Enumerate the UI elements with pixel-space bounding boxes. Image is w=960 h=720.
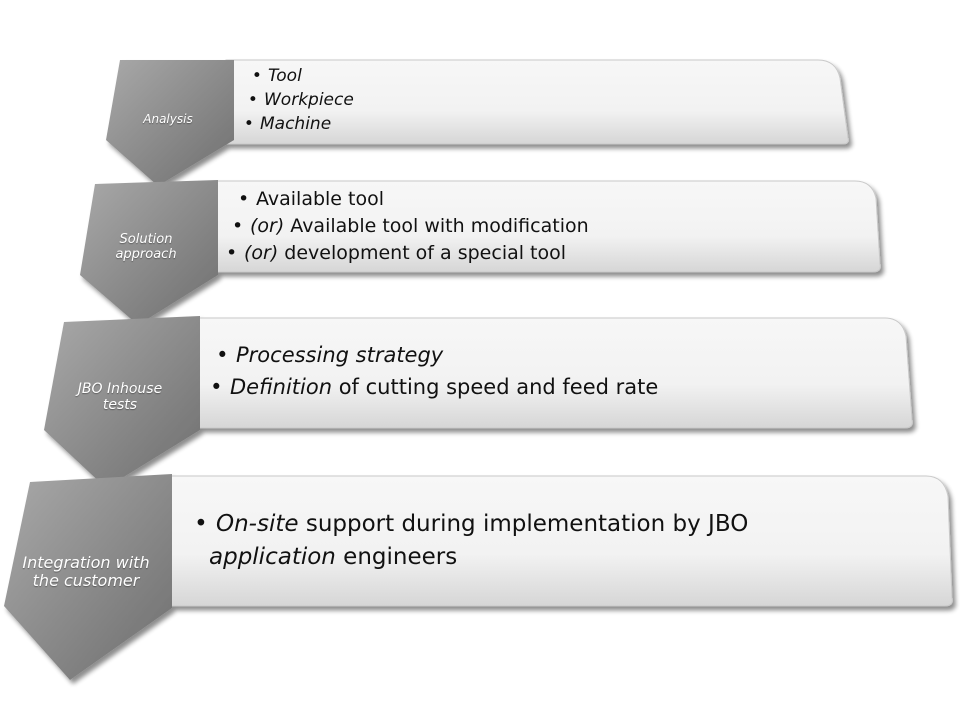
step-2-chevron [80, 180, 218, 325]
step-1-panel [225, 59, 849, 145]
step-1-bullet-2: Workpiece [248, 88, 354, 112]
step-3-bullet-2: Definition of cutting speed and feed rat… [210, 371, 658, 403]
step-3-bullet-1: Processing strategy [216, 339, 658, 371]
step-1-bullets: Tool Workpiece Machine [244, 64, 354, 136]
step-4-bullets: On-site support during implementation by… [194, 508, 748, 574]
step-3-chevron [44, 316, 200, 488]
step-1-label: Analysis [143, 112, 193, 126]
step-4-label: Integration with the customer [22, 553, 150, 591]
step-4-chevron [4, 474, 172, 680]
step-4-bullet-1: On-site support during implementation by… [194, 508, 748, 541]
step-2-bullet-1: Available tool [238, 186, 589, 213]
step-2-bullets: Available tool (or) Available tool with … [226, 186, 589, 267]
step-3-label: JBO Inhouse tests [77, 381, 163, 414]
step-1-group [106, 59, 849, 186]
step-1-chevron [106, 60, 234, 186]
step-2-bullet-2: (or) Available tool with modification [232, 213, 589, 240]
step-2-bullet-3: (or) development of a special tool [226, 240, 589, 267]
step-1-bullet-1: Tool [252, 64, 354, 88]
step-2-label: Solution approach [115, 232, 177, 262]
step-3-bullets: Processing strategy Definition of cuttin… [210, 339, 658, 403]
step-4-bullet-1-continued: application engineers [209, 544, 458, 570]
step-1-bullet-3: Machine [244, 112, 354, 136]
